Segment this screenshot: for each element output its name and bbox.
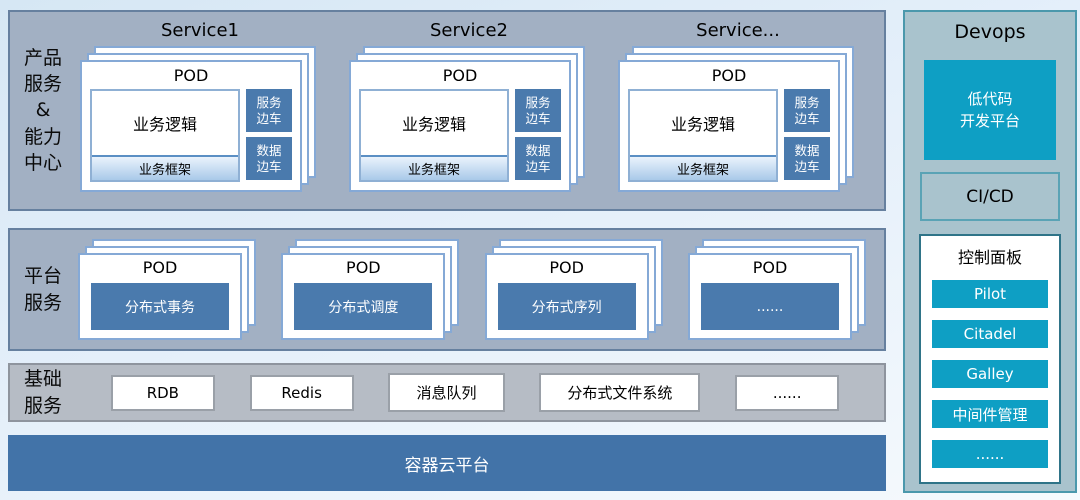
business-logic-box: 业务逻辑 业务框架: [90, 89, 240, 182]
pod-stack: POD 分布式事务: [78, 239, 258, 340]
pod-card: POD 业务逻辑 业务框架 服务 边车 数据 边车: [349, 60, 571, 192]
service-name: Service2: [430, 20, 508, 41]
service-group-1: Service1 POD 业务逻辑 业务框架 服务 边车: [80, 18, 320, 209]
service-sidecar: 服务 边车: [246, 89, 292, 132]
platform-services-band: 平台 服务 POD 分布式事务 POD 分布式调度: [8, 228, 886, 351]
pod-card: POD 分布式事务: [78, 253, 242, 340]
data-sidecar: 数据 边车: [246, 137, 292, 180]
redis-box: Redis: [249, 374, 354, 411]
business-logic-box: 业务逻辑 业务框架: [628, 89, 778, 182]
infra-row: RDB Redis 消息队列 分布式文件系统 ......: [76, 365, 884, 420]
pod-stack: POD 分布式序列: [484, 239, 665, 340]
rdb-box: RDB: [110, 374, 215, 411]
data-sidecar: 数据 边车: [784, 137, 830, 180]
service-sidecar: 服务 边车: [515, 89, 561, 132]
distributed-scheduler-box: 分布式调度: [294, 283, 433, 330]
pod-title: POD: [173, 66, 209, 85]
distributed-transaction-box: 分布式事务: [91, 283, 229, 330]
sidecars: 服务 边车 数据 边车: [784, 89, 830, 182]
service-name: Service...: [696, 20, 780, 41]
pod-stack: POD 业务逻辑 业务框架 服务 边车 数据 边车: [618, 46, 856, 196]
cicd-box: CI/CD: [920, 172, 1060, 221]
more-services-box: ......: [700, 283, 839, 330]
product-band-label: 产品 服务 & 能力 中心: [23, 46, 62, 174]
infra-services-band: 基础 服务 RDB Redis 消息队列 分布式文件系统 ......: [8, 363, 886, 422]
devops-title: Devops: [954, 21, 1026, 43]
pod-title: POD: [711, 66, 747, 85]
pod-stack: POD 分布式调度: [281, 239, 461, 340]
pod-body: 业务逻辑 业务框架 服务 边车 数据 边车: [628, 89, 830, 182]
pod-body: 业务逻辑 业务框架 服务 边车 数据 边车: [359, 89, 561, 182]
platform-band-label: 平台 服务: [23, 265, 62, 314]
service-name: Service1: [161, 20, 239, 41]
product-services-band: 产品 服务 & 能力 中心 Service1 POD 业务逻辑 业务框架: [8, 10, 886, 211]
business-framework-strip: 业务框架: [361, 155, 507, 180]
distributed-filesystem-box: 分布式文件系统: [539, 373, 701, 412]
pod-card: POD 业务逻辑 业务框架 服务 边车 数据 边车: [618, 60, 840, 192]
business-framework-strip: 业务框架: [630, 155, 776, 180]
pod-card: POD 分布式调度: [281, 253, 446, 340]
pod-card: POD 分布式序列: [484, 253, 649, 340]
pod-stack: POD 业务逻辑 业务框架 服务 边车 数据 边车: [80, 46, 318, 196]
pod-title: POD: [142, 258, 178, 277]
lowcode-platform-box: 低代码 开发平台: [924, 60, 1056, 160]
pod-body: 业务逻辑 业务框架 服务 边车 数据 边车: [90, 89, 292, 182]
pod-title: POD: [549, 258, 584, 277]
business-logic-label: 业务逻辑: [401, 115, 466, 134]
control-panel: 控制面板 Pilot Citadel Galley 中间件管理 ......: [919, 234, 1061, 484]
middleware-management-button: 中间件管理: [932, 400, 1048, 428]
devops-column: Devops 低代码 开发平台 CI/CD 控制面板 Pilot Citadel…: [903, 10, 1077, 493]
container-cloud-platform-bar: 容器云平台: [8, 435, 886, 491]
business-logic-box: 业务逻辑 业务框架: [359, 89, 509, 182]
sidecars: 服务 边车 数据 边车: [246, 89, 292, 182]
more-infra-box: ......: [735, 374, 840, 411]
pod-stack: POD 业务逻辑 业务框架 服务 边车 数据 边车: [349, 46, 587, 196]
service-group-3: Service... POD 业务逻辑 业务框架 服务 边车: [618, 18, 858, 209]
pilot-button: Pilot: [932, 280, 1048, 308]
pod-card: POD ......: [687, 253, 852, 340]
service-sidecar: 服务 边车: [784, 89, 830, 132]
infra-band-label: 基础 服务: [23, 368, 62, 417]
message-queue-box: 消息队列: [388, 373, 505, 412]
data-sidecar: 数据 边车: [515, 137, 561, 180]
galley-button: Galley: [932, 360, 1048, 388]
distributed-sequence-box: 分布式序列: [497, 283, 636, 330]
pod-title: POD: [442, 66, 478, 85]
business-logic-label: 业务逻辑: [670, 115, 735, 134]
pod-title: POD: [752, 258, 788, 277]
sidecars: 服务 边车 数据 边车: [515, 89, 561, 182]
pod-card: POD 业务逻辑 业务框架 服务 边车 数据 边车: [80, 60, 302, 192]
more-button: ......: [932, 440, 1048, 468]
business-framework-strip: 业务框架: [92, 155, 238, 180]
services-row: Service1 POD 业务逻辑 业务框架 服务 边车: [76, 12, 884, 209]
citadel-button: Citadel: [932, 320, 1048, 348]
pod-title: POD: [346, 258, 381, 277]
pod-stack: POD ......: [687, 239, 868, 340]
business-logic-label: 业务逻辑: [132, 115, 197, 134]
platform-pods-row: POD 分布式事务 POD 分布式调度 POD 分布式序列: [76, 230, 884, 349]
control-panel-title: 控制面板: [957, 248, 1022, 267]
service-group-2: Service2 POD 业务逻辑 业务框架 服务 边车: [349, 18, 589, 209]
